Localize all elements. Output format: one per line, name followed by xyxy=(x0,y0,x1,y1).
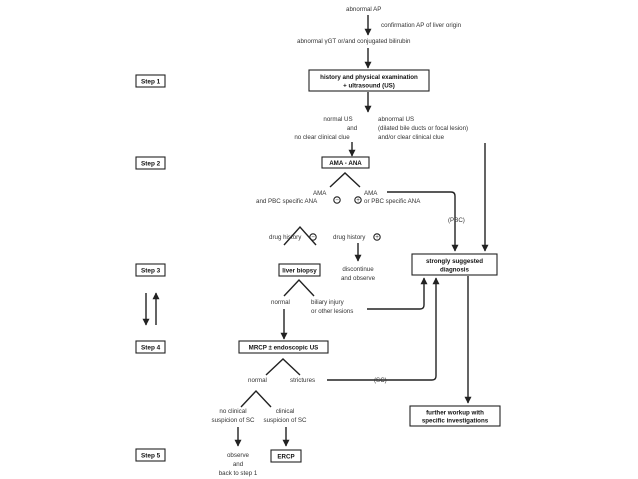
svg-text:diagnosis: diagnosis xyxy=(440,267,469,274)
normal-us-and: and xyxy=(347,125,358,132)
svg-text:strongly suggested: strongly suggested xyxy=(426,258,483,265)
mrcp-normal-label: normal xyxy=(248,377,267,384)
ama-pos-sign: + xyxy=(356,197,360,204)
history-box: history and physical examination + ultra… xyxy=(308,69,430,92)
drug-neg-sign: − xyxy=(311,234,315,241)
biliary-injury-detail: or other lesions xyxy=(311,308,353,315)
normal-us-clue: no clear clinical clue xyxy=(294,134,350,141)
drug-neg-label: drug history xyxy=(269,234,302,241)
svg-text:Step 2: Step 2 xyxy=(141,161,161,168)
observe-and: and xyxy=(233,461,244,468)
liver-biopsy-box: liver biopsy xyxy=(278,263,321,277)
header-confirmation: confirmation AP of liver origin xyxy=(381,22,462,29)
ama-neg-detail: and PBC specific ANA xyxy=(256,198,318,205)
negative-icon xyxy=(333,196,341,204)
svg-text:Step 5: Step 5 xyxy=(141,453,161,460)
strictures-label: strictures xyxy=(290,377,315,384)
arrow-ama-pos-to-strongly xyxy=(387,191,459,252)
branch-biopsy xyxy=(283,278,315,297)
arrow-biliary-to-strongly xyxy=(367,277,428,310)
further-workup-box: further workup with specific investigati… xyxy=(409,405,501,427)
step-5-box: Step 5 xyxy=(135,448,166,462)
svg-text:history and physical examinati: history and physical examination xyxy=(320,74,418,81)
ercp-box: ERCP xyxy=(270,449,302,463)
svg-text:ERCP: ERCP xyxy=(277,454,294,461)
abnormal-us-detail: (dilated bile ducts or focal lesion) xyxy=(378,125,468,132)
ama-neg-sign: − xyxy=(335,197,339,204)
drug-pos-label: drug history xyxy=(333,234,366,241)
biliary-injury-label: biliary injury xyxy=(311,299,345,306)
no-clinical-detail: suspicion of SC xyxy=(212,417,256,424)
svg-text:Step 1: Step 1 xyxy=(141,79,161,86)
abnormal-us-clue: and/or clear clinical clue xyxy=(378,134,445,141)
clinical-detail: suspicion of SC xyxy=(264,417,308,424)
svg-text:specific investigations: specific investigations xyxy=(422,418,489,425)
svg-text:Step 4: Step 4 xyxy=(141,345,161,352)
drug-negative-icon xyxy=(309,233,317,241)
ama-pos-detail: or PBC specific ANA xyxy=(364,198,421,205)
step-2-box: Step 2 xyxy=(135,156,166,170)
sc-label: (SC) xyxy=(374,377,387,384)
discontinue-observe: and observe xyxy=(341,275,376,282)
strongly-suggested-box: strongly suggested diagnosis xyxy=(411,253,498,276)
branch-mrcp xyxy=(265,358,301,376)
pbc-label: (PBC) xyxy=(448,217,465,224)
svg-text:Step 3: Step 3 xyxy=(141,268,161,275)
clinical-label: clinical xyxy=(276,408,295,415)
step-1-box: Step 1 xyxy=(135,74,166,88)
svg-text:MRCP ± endoscopic US: MRCP ± endoscopic US xyxy=(249,345,319,352)
drug-pos-sign: + xyxy=(375,234,379,241)
ama-neg-label: AMA xyxy=(313,190,327,197)
svg-text:AMA - ANA: AMA - ANA xyxy=(329,160,362,167)
step-3-box: Step 3 xyxy=(135,263,166,277)
discontinue-label: discontinue xyxy=(342,266,374,273)
biopsy-normal-label: normal xyxy=(271,299,290,306)
no-clinical-label: no clinical xyxy=(219,408,246,415)
branch-suspicion xyxy=(240,389,272,408)
drug-positive-icon xyxy=(373,233,381,241)
step-4-box: Step 4 xyxy=(135,340,166,354)
observe-label: observe xyxy=(227,452,250,459)
branch-ama xyxy=(329,172,361,188)
ama-pos-label: AMA xyxy=(364,190,378,197)
svg-text:+ ultrasound (US): + ultrasound (US) xyxy=(343,83,395,90)
svg-text:liver biopsy: liver biopsy xyxy=(282,268,317,275)
svg-text:further workup with: further workup with xyxy=(426,410,484,417)
positive-icon xyxy=(354,196,362,204)
header-ggt: abnormal γGT or/and conjugated bilirubin xyxy=(297,38,411,45)
observe-back: back to step 1 xyxy=(219,470,258,477)
mrcp-box: MRCP ± endoscopic US xyxy=(238,340,329,354)
arrow-strictures-to-strongly xyxy=(327,277,440,381)
ama-ana-box: AMA - ANA xyxy=(321,156,370,169)
header-abnormal-ap: abnormal AP xyxy=(346,6,381,13)
normal-us-label: normal US xyxy=(323,116,352,123)
abnormal-us-label: abnormal US xyxy=(378,116,414,123)
